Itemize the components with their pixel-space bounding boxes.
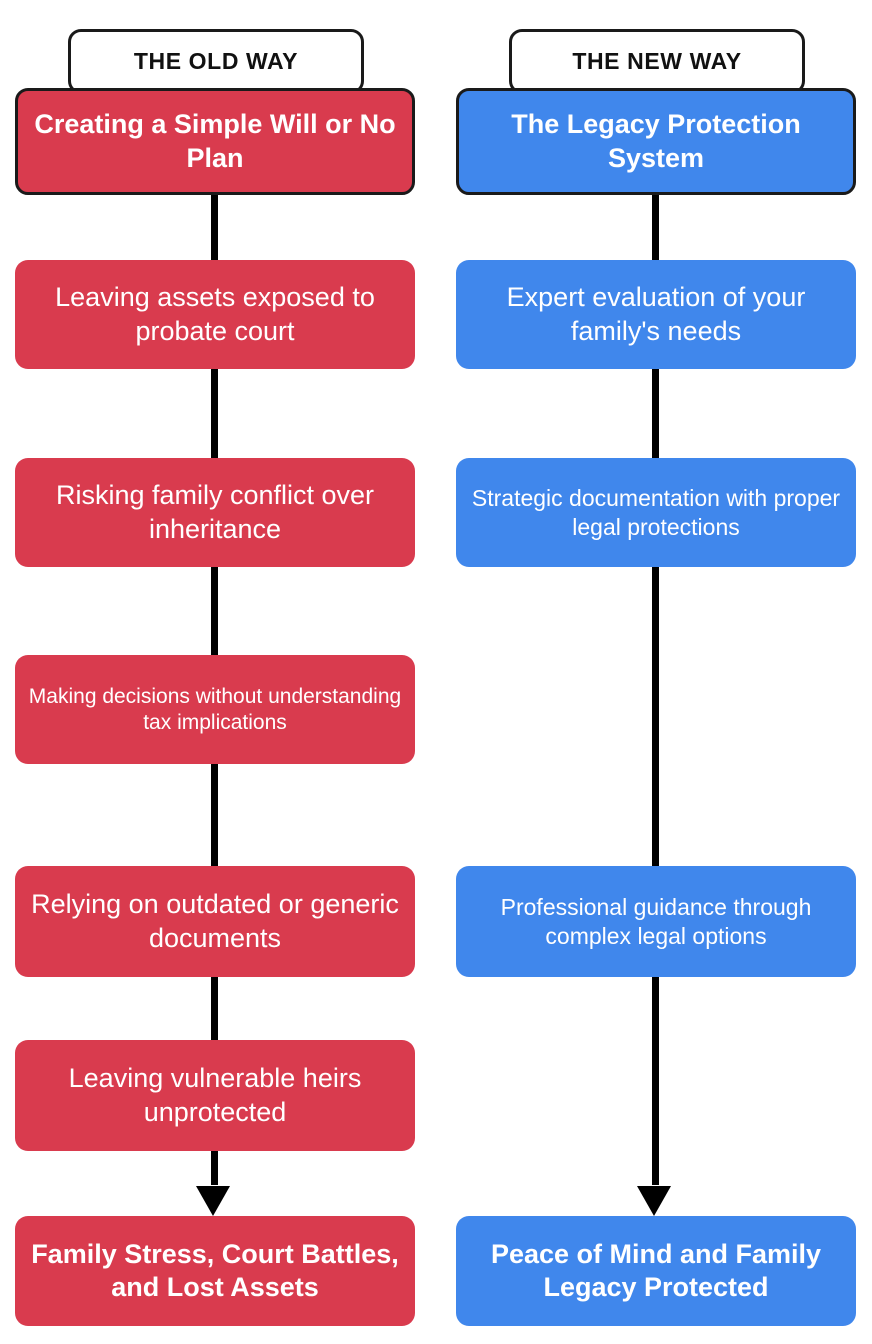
header-new-way-label: THE NEW WAY	[572, 48, 742, 74]
column-old-way: Creating a Simple Will or No Plan Leavin…	[15, 0, 415, 1344]
node-old-way-outcome-label: Family Stress, Court Battles, and Lost A…	[31, 1238, 399, 1302]
node-old-way-2[interactable]: Leaving assets exposed to probate court	[15, 260, 415, 369]
header-old-way-label: THE OLD WAY	[133, 48, 299, 74]
node-old-way-2-label: Leaving assets exposed to probate court	[55, 282, 375, 346]
node-old-way-4-label: Making decisions without understanding t…	[28, 684, 402, 734]
node-old-way-3[interactable]: Risking family conflict over inheritance	[15, 458, 415, 567]
node-old-way-6-label: Leaving vulnerable heirs unprotected	[68, 1063, 362, 1127]
node-old-way-5[interactable]: Relying on outdated or generic documents	[15, 866, 415, 977]
header-pill-old-way: THE OLD WAY	[68, 29, 364, 94]
node-old-way-1[interactable]: Creating a Simple Will or No Plan	[15, 88, 415, 195]
node-old-way-6[interactable]: Leaving vulnerable heirs unprotected	[15, 1040, 415, 1151]
node-new-way-5-label: Professional guidance through complex le…	[500, 894, 812, 949]
node-old-way-4[interactable]: Making decisions without understanding t…	[15, 655, 415, 764]
node-old-way-outcome[interactable]: Family Stress, Court Battles, and Lost A…	[15, 1216, 415, 1326]
node-new-way-5[interactable]: Professional guidance through complex le…	[456, 866, 856, 977]
node-new-way-outcome-label: Peace of Mind and Family Legacy Protecte…	[490, 1238, 822, 1302]
connector-line-new-way	[652, 150, 659, 1185]
node-new-way-1-label: The Legacy Protection System	[511, 109, 801, 173]
node-new-way-2-label: Expert evaluation of your family's needs	[506, 282, 806, 346]
column-new-way: The Legacy Protection System Expert eval…	[456, 0, 856, 1344]
node-old-way-3-label: Risking family conflict over inheritance	[55, 480, 375, 544]
arrowhead-old-way	[196, 1186, 230, 1216]
node-new-way-3[interactable]: Strategic documentation with proper lega…	[456, 458, 856, 567]
node-old-way-1-label: Creating a Simple Will or No Plan	[34, 109, 396, 173]
node-new-way-2[interactable]: Expert evaluation of your family's needs	[456, 260, 856, 369]
node-new-way-3-label: Strategic documentation with proper lega…	[471, 485, 841, 540]
header-pill-new-way: THE NEW WAY	[509, 29, 805, 94]
node-old-way-5-label: Relying on outdated or generic documents	[31, 889, 399, 953]
node-new-way-1[interactable]: The Legacy Protection System	[456, 88, 856, 195]
arrowhead-new-way	[637, 1186, 671, 1216]
node-new-way-outcome[interactable]: Peace of Mind and Family Legacy Protecte…	[456, 1216, 856, 1326]
